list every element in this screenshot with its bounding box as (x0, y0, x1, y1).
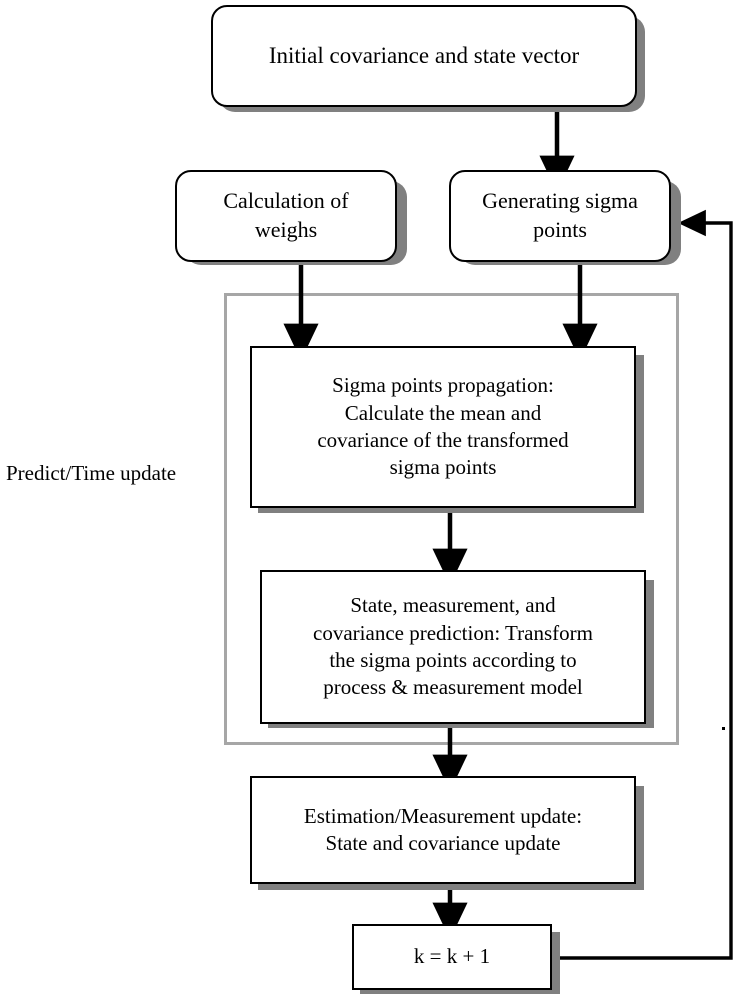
node-increment-label: k = k + 1 (413, 944, 491, 969)
node-estimation-label: Estimation/Measurement update: State and… (303, 803, 583, 855)
predict-time-update-label: Predict/Time update (6, 461, 177, 485)
node-prediction-label: State, measurement, and covariance predi… (313, 593, 593, 700)
stray-speck (722, 727, 725, 730)
node-generating-sigma-points[interactable]: Generating sigma points (449, 170, 671, 262)
node-initial-label: Initial covariance and state vector (268, 43, 580, 69)
node-propagation-label: Sigma points propagation: Calculate the … (317, 373, 569, 480)
node-calculation-of-weighs[interactable]: Calculation of weighs (175, 170, 397, 262)
node-sigma-gen-label: Generating sigma points (482, 188, 638, 242)
node-estimation-measurement-update[interactable]: Estimation/Measurement update: State and… (250, 776, 636, 884)
node-weights-label: Calculation of weighs (223, 188, 349, 242)
node-sigma-points-propagation[interactable]: Sigma points propagation: Calculate the … (250, 346, 636, 508)
node-initial-covariance-and-state-vector[interactable]: Initial covariance and state vector (211, 5, 637, 107)
node-state-measurement-covariance-prediction[interactable]: State, measurement, and covariance predi… (260, 570, 646, 724)
node-increment-k[interactable]: k = k + 1 (352, 924, 552, 990)
